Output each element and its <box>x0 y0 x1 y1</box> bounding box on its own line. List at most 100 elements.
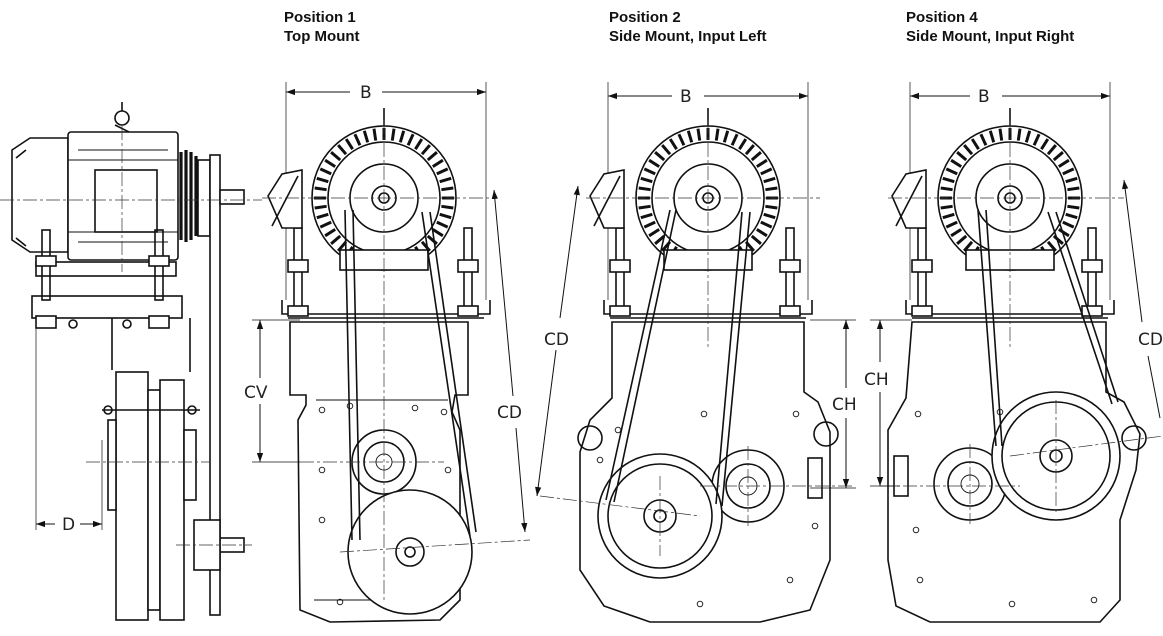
motor-fin <box>661 144 672 156</box>
p4-dim-label-b: B <box>978 87 990 107</box>
motor-fin <box>330 151 342 162</box>
motor-fin <box>441 186 454 192</box>
motor-fin <box>668 138 678 151</box>
motor-fin <box>1065 212 1078 220</box>
motor-fin <box>1040 138 1050 151</box>
motor-fin <box>945 167 958 176</box>
motor-fin <box>441 204 454 210</box>
motor-fin <box>1057 158 1070 168</box>
motor-fin <box>314 186 327 192</box>
motor-fin <box>760 220 773 229</box>
dim-label-d: D <box>62 515 75 535</box>
position-2-drawing: B <box>535 82 857 623</box>
motor-fin <box>324 228 337 238</box>
motor-fin <box>1052 151 1064 162</box>
position-1-heading: Position 1 Top Mount <box>284 8 360 46</box>
motor-fin <box>755 158 768 168</box>
motor-fin <box>426 234 438 245</box>
position-1-label: Position 1 <box>284 9 356 26</box>
motor-fin <box>439 212 452 220</box>
motor-fin <box>950 228 963 238</box>
motor-fin <box>330 234 342 245</box>
motor-fin <box>431 228 444 238</box>
motor-fin <box>750 151 762 162</box>
motor-fin <box>638 186 651 192</box>
p1-dim-label-cv: CV <box>244 383 268 403</box>
motor-fin <box>714 128 720 141</box>
p4-dim-label-cd: CD <box>1138 330 1163 350</box>
motor-fin <box>1032 133 1041 146</box>
motor-fin <box>722 130 730 143</box>
motor-fin <box>643 220 656 229</box>
motor-fin <box>1062 220 1075 229</box>
motor-fin <box>763 176 776 184</box>
position-1-mount: Top Mount <box>284 28 360 45</box>
motor-fin <box>1067 204 1080 210</box>
p4-dim-label-ch: CH <box>864 370 889 390</box>
motor-fin <box>362 130 370 143</box>
motor-fin <box>431 158 444 168</box>
motor-fin <box>436 167 449 176</box>
motor-fin <box>1065 176 1078 184</box>
motor-fin <box>316 176 329 184</box>
p1-driven-sheave <box>347 489 473 615</box>
motor-fin <box>950 158 963 168</box>
motor-fin <box>319 167 332 176</box>
motor-fin <box>940 204 953 210</box>
p2-dim-label-ch: CH <box>832 395 857 415</box>
side-motor-fins <box>179 150 198 242</box>
motor-fin <box>763 212 776 220</box>
motor-fin <box>998 128 1004 141</box>
position-2-mount: Side Mount, Input Left <box>609 28 767 45</box>
motor-fin <box>414 138 424 151</box>
motor-fin <box>942 212 955 220</box>
motor-fin <box>956 234 968 245</box>
motor-fin <box>648 228 661 238</box>
motor-fin <box>344 138 354 151</box>
motor-fin <box>638 204 651 210</box>
motor-fin <box>1024 130 1032 143</box>
motor-fin <box>979 133 988 146</box>
motor-fin <box>1067 186 1080 192</box>
motor-fin <box>677 133 686 146</box>
motor-fin <box>750 234 762 245</box>
motor-fin <box>390 128 396 141</box>
p2-dim-label-b: B <box>680 87 692 107</box>
motor-fin <box>316 212 329 220</box>
motor-fin <box>436 220 449 229</box>
position-4-mount: Side Mount, Input Right <box>906 28 1075 45</box>
motor-fin <box>942 176 955 184</box>
motor-fin <box>319 220 332 229</box>
position-2-heading: Position 2 Side Mount, Input Left <box>609 8 766 46</box>
motor-fin <box>648 158 661 168</box>
motor-fin <box>1046 144 1057 156</box>
side-view-motor <box>11 102 211 261</box>
motor-fin <box>337 144 348 156</box>
motor-fin <box>730 133 739 146</box>
motor-fin <box>1062 167 1075 176</box>
motor-fin <box>640 212 653 220</box>
side-view: D <box>0 102 262 621</box>
motor-fin <box>765 186 778 192</box>
motor-fin <box>398 130 406 143</box>
motor-fin <box>755 228 768 238</box>
position-2-label: Position 2 <box>609 9 681 26</box>
motor-fin <box>643 167 656 176</box>
motor-fin <box>426 151 438 162</box>
motor-fin <box>1057 228 1070 238</box>
position-4-drawing: B <box>864 82 1163 623</box>
motor-fin <box>1052 234 1064 245</box>
motor-fin <box>406 133 415 146</box>
motor-fin <box>988 130 996 143</box>
motor-fin <box>738 138 748 151</box>
motor-fin <box>696 128 702 141</box>
motor-fin <box>945 220 958 229</box>
p1-dim-label-b: B <box>360 83 372 103</box>
motor-fin <box>324 158 337 168</box>
position-4-heading: Position 4 Side Mount, Input Right <box>906 8 1074 46</box>
position-1-drawing: B <box>244 82 531 623</box>
motor-fin <box>686 130 694 143</box>
motor-fin <box>744 144 755 156</box>
motor-fin <box>760 167 773 176</box>
